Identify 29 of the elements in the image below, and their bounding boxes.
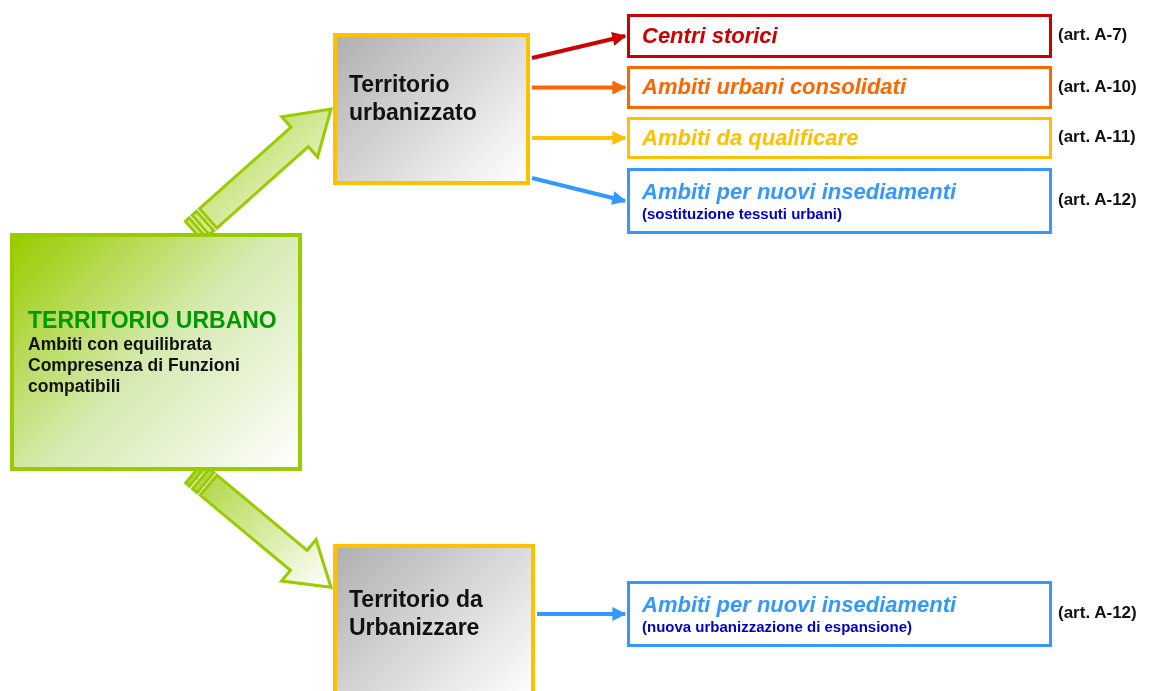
category-box — [10, 233, 302, 471]
article-reference: (art. A-7) — [1058, 25, 1128, 45]
node-description: Ambiti con equilibrata Compresenza di Funzioni compatibili — [28, 334, 241, 398]
zone-box — [627, 581, 1052, 647]
zone-title: Ambiti urbani consolidati — [642, 74, 908, 101]
node-title: Territorio da Urbanizzare — [349, 586, 484, 642]
node-title: TERRITORIO URBANO — [28, 306, 278, 335]
zone-subtitle: (sostituzione tessuti urbani) — [642, 205, 843, 224]
territory-box — [333, 33, 530, 185]
arrow — [531, 32, 627, 60]
arrow — [531, 176, 627, 205]
zone-title: Ambiti per nuovi insediamenti — [642, 591, 958, 619]
arrow — [537, 607, 627, 621]
article-reference: (art. A-12) — [1058, 190, 1137, 210]
zone-title: Ambiti per nuovi insediamenti — [642, 178, 958, 206]
territory-box — [333, 544, 535, 691]
zone-box — [627, 117, 1052, 159]
zone-title: Centri storici — [642, 22, 779, 50]
arrow — [532, 80, 627, 95]
node-title: Territorio urbanizzato — [349, 71, 478, 127]
zone-box — [627, 66, 1052, 109]
article-reference: (art. A-10) — [1058, 76, 1137, 97]
arrow — [532, 131, 627, 145]
article-reference: (art. A-11) — [1058, 127, 1136, 147]
zone-title: Ambiti da qualificare — [642, 124, 860, 152]
zone-subtitle: (nuova urbanizzazione di espansione) — [642, 618, 914, 637]
article-reference: (art. A-12) — [1058, 603, 1137, 623]
zone-box — [627, 168, 1052, 234]
zone-box — [627, 14, 1052, 58]
